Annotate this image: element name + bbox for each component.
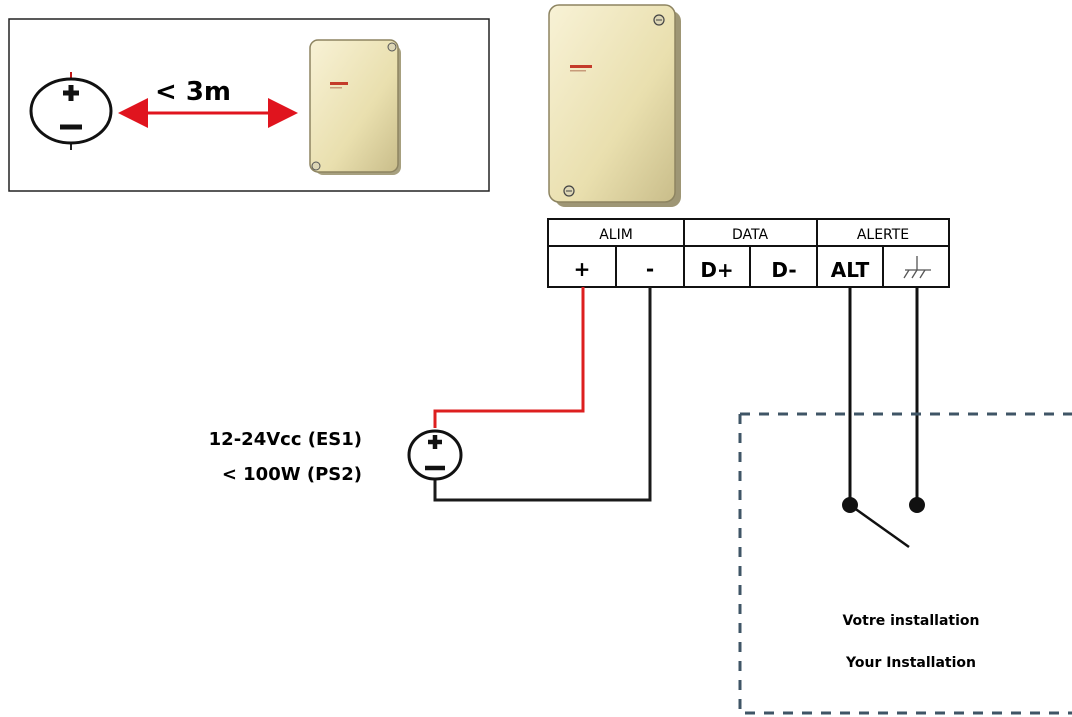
terminal-minus: -: [646, 257, 654, 281]
terminal-plus: +: [574, 257, 591, 281]
voltage-label: 12-24Vcc (ES1): [209, 429, 362, 450]
power-supply-icon: [407, 429, 463, 481]
power-label: < 100W (PS2): [222, 464, 362, 485]
terminal-block: ALIM DATA ALERTE + - D+ D- ALT: [547, 218, 950, 288]
ground-icon: [903, 256, 931, 279]
positive-wire: [433, 287, 585, 428]
device-small: [309, 39, 401, 175]
installation-box: [738, 412, 1072, 715]
device-main: [548, 4, 681, 207]
terminal-alt: ALT: [831, 258, 870, 282]
installation-label-en: Your Installation: [845, 655, 976, 671]
inset-box: < 3m: [8, 18, 490, 192]
alert-switch-icon: [842, 497, 925, 549]
group-label-alerte: ALERTE: [857, 227, 909, 243]
power-source-icon: [29, 72, 113, 150]
group-label-alim: ALIM: [599, 227, 633, 243]
negative-wire: [433, 287, 652, 502]
terminal-d-plus: D+: [700, 258, 733, 282]
distance-label: < 3m: [155, 77, 231, 107]
installation-label-fr: Votre installation: [842, 613, 979, 629]
group-label-data: DATA: [732, 227, 768, 243]
terminal-d-minus: D-: [771, 258, 796, 282]
